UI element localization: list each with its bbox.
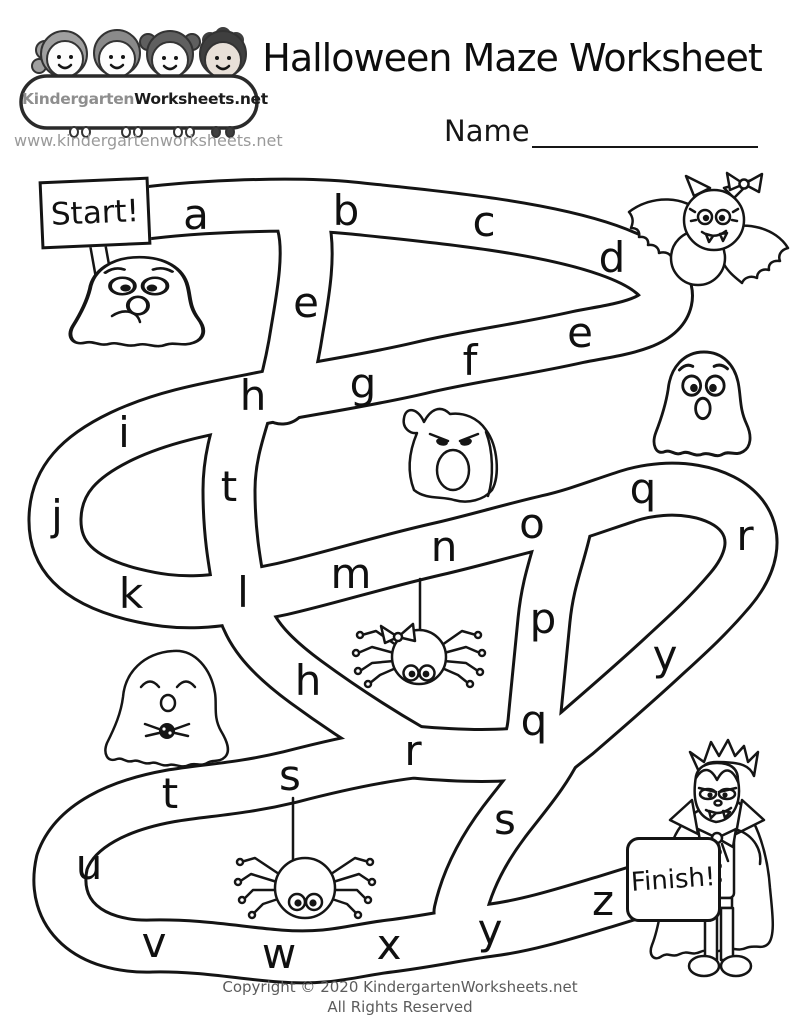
maze-letter-n: n [430,522,458,571]
logo-kid-boy2-icon [199,27,247,79]
maze-letter-q: q [629,464,657,513]
maze-letter-t: t [161,769,179,818]
footer: Copyright © 2020 KindergartenWorksheets.… [0,977,800,1017]
maze-letter-i: i [118,408,130,457]
maze-letter-s: s [279,751,301,800]
maze-letter-y: y [477,905,503,954]
finish-sign-label: Finish! [630,861,717,898]
hanging-spider-icon [233,796,377,920]
maze-letter-a: a [183,190,209,239]
maze-letter-t: t [220,462,238,511]
maze-letter-h: h [294,656,322,705]
maze-letter-e: e [293,278,319,327]
logo-brand-light: Kindergarten [22,90,135,108]
logo-kid-girl2-icon [139,30,201,79]
maze-letter-l: l [237,568,249,617]
start-sign: Start! [38,176,152,250]
logo-kid-boy1-icon [93,29,141,78]
maze-letter-u: u [75,840,103,889]
logo-brand-bold: Worksheets.net [134,90,268,108]
maze-letter-o: o [519,499,545,548]
happy-ghost-icon [104,649,230,768]
maze-letter-s: s [494,795,516,844]
maze-letter-w: w [261,929,297,978]
maze-letter-f: f [462,336,478,385]
bat-icon [627,171,790,287]
maze-letter-r: r [736,511,754,560]
page-title: Halloween Maze Worksheet [262,36,762,80]
name-row: Name [444,114,758,148]
finish-sign: Finish! [626,837,721,922]
logo-kid-girl1-icon [31,30,88,78]
logo-brand-text: KindergartenWorksheets.net [22,90,268,108]
maze-letter-x: x [376,920,402,969]
maze-letter-p: p [529,594,557,643]
maze-letter-h: h [239,371,267,420]
logo-kids-feet-icon [69,126,235,138]
name-label: Name [444,114,530,148]
spider-with-bow-icon [351,577,487,689]
site-logo [19,27,259,138]
maze-letter-c: c [472,197,496,246]
maze-letter-r: r [404,726,422,775]
maze-letter-e: e [567,308,593,357]
maze-letter-q: q [520,696,548,745]
maze-letter-k: k [118,569,144,618]
maze-letter-j: j [51,491,63,540]
maze-letter-z: z [591,876,615,925]
maze-letter-v: v [141,918,167,967]
maze-letter-m: m [330,549,372,598]
rights-text: All Rights Reserved [327,998,473,1016]
name-blank-line [531,116,758,148]
maze-letter-g: g [349,359,377,408]
maze-letter-d: d [598,233,626,282]
angry-monster-icon [402,407,498,503]
maze-letter-y: y [652,631,678,680]
start-sign-label: Start! [50,193,140,233]
copyright-text: Copyright © 2020 KindergartenWorksheets.… [222,978,578,996]
site-url: www.kindergartenworksheets.net [14,131,283,150]
maze-letter-b: b [332,186,360,235]
